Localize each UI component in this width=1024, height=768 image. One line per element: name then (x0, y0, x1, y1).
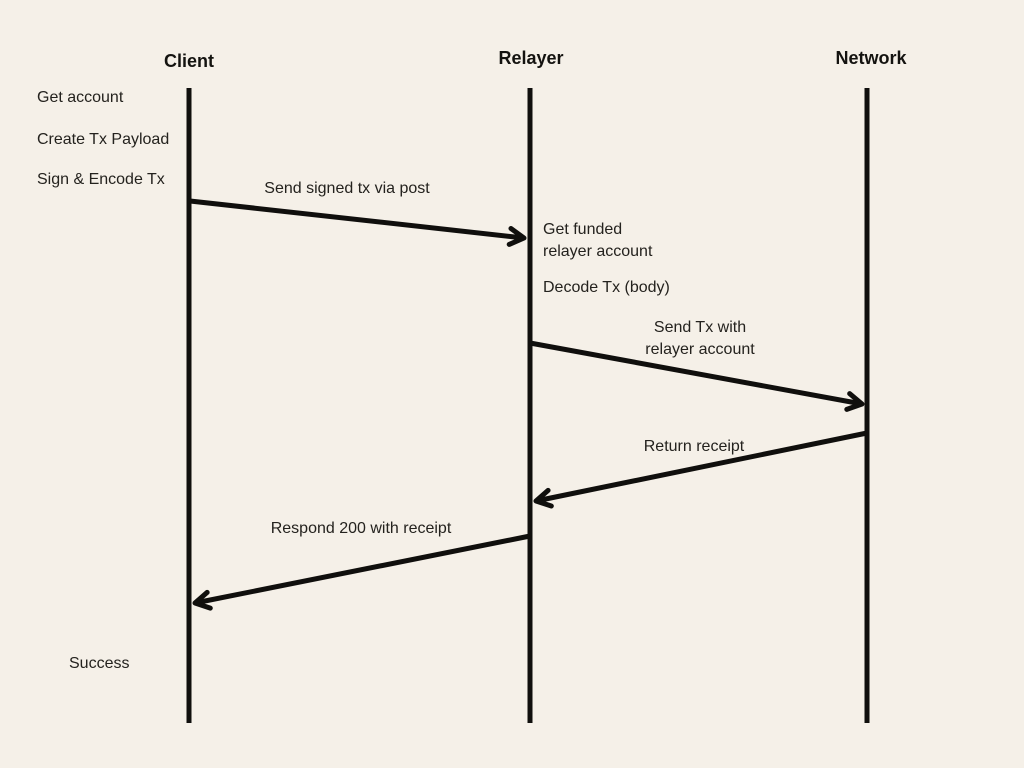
actor-network-label: Network (835, 48, 907, 68)
actor-relayer-label: Relayer (498, 48, 564, 68)
note-sign-encode-tx: Sign & Encode Tx (37, 171, 165, 188)
note-get-funded-relayer-account: Get funded relayer account (543, 221, 653, 260)
arrow-send-tx (529, 340, 865, 412)
message-label-send-tx: Send Tx with relayer account (645, 319, 755, 358)
message-label-return-receipt: Return receipt (643, 438, 745, 455)
message-label-send-signed-tx: Send signed tx via post (264, 180, 430, 197)
note-decode-tx-body: Decode Tx (body) (543, 279, 670, 296)
arrow-respond-200 (192, 533, 531, 611)
actor-client-label: Client (163, 51, 215, 71)
arrow-send-signed-tx (189, 198, 527, 247)
note-success: Success (69, 655, 130, 672)
note-create-tx-payload: Create Tx Payload (37, 131, 170, 148)
arrow-return-receipt (533, 430, 868, 509)
message-label-respond-200: Respond 200 with receipt (270, 520, 452, 537)
note-get-account: Get account (37, 89, 124, 106)
